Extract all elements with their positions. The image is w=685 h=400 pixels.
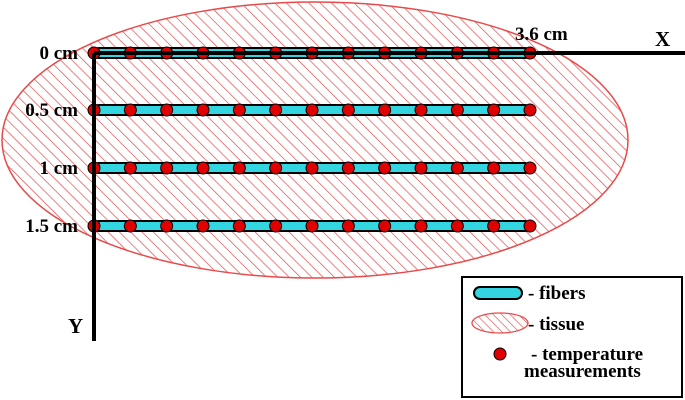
measurement-dot <box>123 219 137 233</box>
measurement-dot <box>305 219 319 233</box>
measurement-dot <box>450 103 464 117</box>
row-labels: 0 cm 0.5 cm 1 cm 1.5 cm <box>25 43 78 237</box>
row-label: 1.5 cm <box>25 216 78 237</box>
legend-measurements-label: measurements <box>524 361 641 382</box>
measurement-dot <box>269 103 283 117</box>
x-axis-label: X <box>655 27 670 51</box>
measurement-dot <box>232 103 246 117</box>
measurement-dot <box>378 103 392 117</box>
measurement-dot <box>487 161 501 175</box>
measurement-dot <box>196 219 210 233</box>
measurement-dot <box>378 219 392 233</box>
measurement-dot <box>450 161 464 175</box>
measurement-dot <box>487 103 501 117</box>
x-end-label: 3.6 cm <box>515 24 568 45</box>
measurement-dot <box>341 219 355 233</box>
tissue-region <box>1 1 629 279</box>
measurement-dot <box>487 219 501 233</box>
measurement-dot <box>341 161 355 175</box>
measurement-dot <box>269 219 283 233</box>
legend-measurement-dot <box>493 347 507 361</box>
measurement-dot <box>160 103 174 117</box>
row-label: 0 cm <box>39 43 78 64</box>
measurement-dot <box>232 219 246 233</box>
measurement-dot <box>196 161 210 175</box>
legend-fiber-swatch <box>473 286 523 300</box>
legend-tissue-swatch <box>471 312 529 334</box>
measurement-dot <box>160 161 174 175</box>
row-label: 0.5 cm <box>25 100 78 121</box>
measurement-dot <box>305 161 319 175</box>
measurement-dot <box>414 103 428 117</box>
measurement-dot <box>414 219 428 233</box>
measurement-dot <box>196 103 210 117</box>
measurement-dot <box>341 103 355 117</box>
measurement-dot <box>523 103 537 117</box>
measurement-dot <box>414 161 428 175</box>
legend-fibers-label: - fibers <box>528 283 586 304</box>
measurement-dot <box>123 103 137 117</box>
legend-tissue-label: - tissue <box>528 314 584 335</box>
measurement-dot <box>123 161 137 175</box>
measurement-dot <box>269 161 283 175</box>
measurement-dot <box>450 219 464 233</box>
legend-temperature-label: - temperature <box>531 344 643 365</box>
measurement-dot <box>160 219 174 233</box>
measurement-dot <box>232 161 246 175</box>
measurement-dot <box>378 161 392 175</box>
measurement-dot <box>523 219 537 233</box>
measurement-dot <box>523 161 537 175</box>
legend: - fibers - tissue - temperature measurem… <box>461 276 683 398</box>
y-axis-label: Y <box>68 314 83 338</box>
measurement-dot <box>305 103 319 117</box>
row-label: 1 cm <box>39 158 78 179</box>
